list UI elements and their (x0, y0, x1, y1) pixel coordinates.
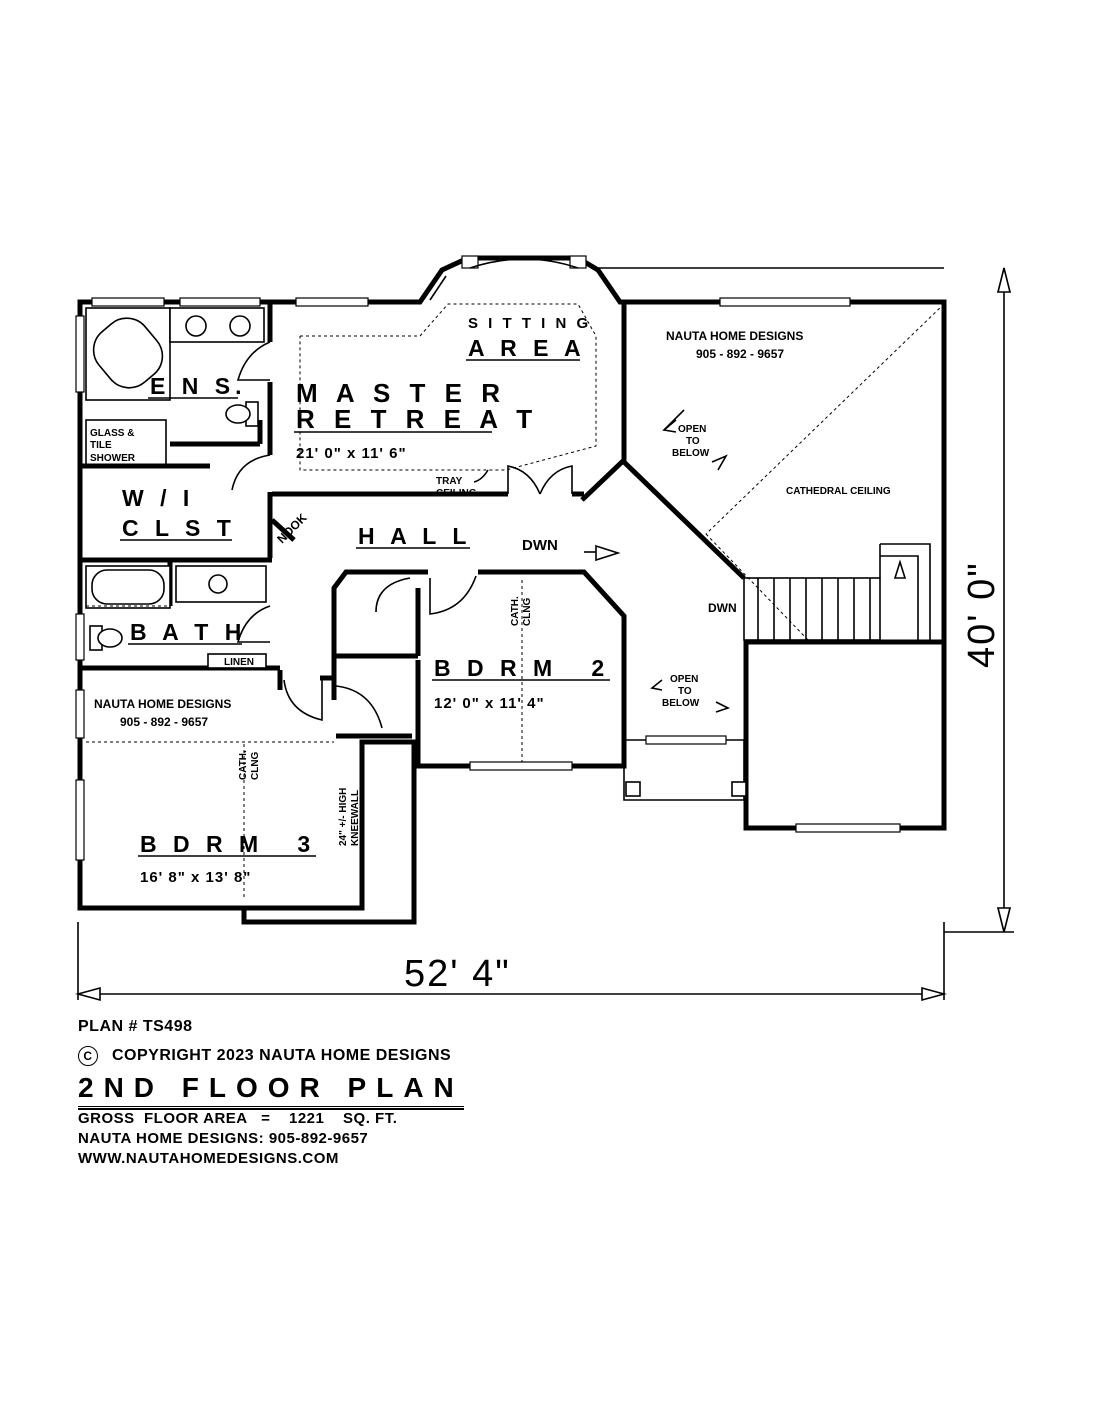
cathedral-ceiling-label: CATHEDRAL CEILING (786, 486, 891, 497)
glass-shower-label-1: GLASS & (90, 428, 134, 439)
sitting-area-label-1: S I T T I N G (468, 315, 591, 332)
bdrm3-cath-clng-2: CLNG (250, 751, 261, 780)
master-label-1: M A S T E R (296, 378, 506, 408)
open-below-2-b: TO (678, 686, 692, 697)
ensuite-label: E N S. (150, 373, 246, 399)
tray-ceiling-label-1: TRAY (436, 476, 463, 487)
copyright-line: C COPYRIGHT 2023 NAUTA HOME DESIGNS (78, 1046, 451, 1066)
walk-in-closet-label-1: W / I (122, 485, 194, 511)
ceiling-lines (86, 303, 945, 900)
company-name-top-right: NAUTA HOME DESIGNS (666, 329, 803, 343)
kneewall-label-2: KNEEWALL (350, 790, 361, 846)
walk-in-closet-label-2: C L S T (122, 515, 236, 541)
glass-shower-label-3: SHOWER (90, 453, 136, 464)
open-below-2-c: BELOW (662, 698, 700, 709)
bdrm2-cath-clng-1: CATH. (510, 596, 521, 626)
dwn-hall-label: DWN (522, 537, 558, 554)
dwn-stair-label: DWN (708, 601, 737, 615)
hall-label: H A L L (358, 523, 471, 549)
depth-dimension: 40' 0" (961, 561, 1003, 668)
open-below-1-c: BELOW (672, 448, 710, 459)
company-phone-bdrm3: 905 - 892 - 9657 (120, 715, 208, 729)
open-below-2-a: OPEN (670, 674, 698, 685)
gross-floor-area: GROSS FLOOR AREA = 1221 SQ. FT. (78, 1110, 398, 1127)
arrows (473, 409, 907, 713)
drawing-title: 2ND FLOOR PLAN (78, 1072, 464, 1110)
company-name-bdrm3: NAUTA HOME DESIGNS (94, 697, 231, 711)
glass-shower-label-2: TILE (90, 440, 112, 451)
windows (75, 255, 901, 861)
open-below-1-b: TO (686, 436, 700, 447)
bdrm3-size: 16' 8" x 13' 8" (140, 869, 251, 886)
kneewall-label-1: 24" +/- HIGH (338, 788, 349, 846)
master-label-2: R E T R E A T (296, 404, 538, 434)
website: WWW.NAUTAHOMEDESIGNS.COM (78, 1150, 339, 1167)
bdrm2-size: 12' 0" x 11' 4" (434, 695, 545, 712)
width-dimension: 52' 4" (404, 953, 511, 995)
copyright-icon: C (78, 1046, 98, 1066)
bdrm3-label: B D R M 3 (140, 831, 315, 857)
dimension-lines (74, 267, 1014, 1002)
bdrm3-cath-clng-1: CATH. (238, 750, 249, 780)
copyright-text: COPYRIGHT 2023 NAUTA HOME DESIGNS (112, 1047, 452, 1064)
bdrm2-cath-clng-2: CLNG (522, 597, 533, 626)
bdrm2-label: B D R M 2 (434, 655, 609, 681)
master-size: 21' 0" x 11' 6" (296, 445, 407, 462)
sitting-area-label-2: A R E A (468, 335, 586, 361)
stair-treads (743, 543, 931, 641)
bath-label: B A T H (130, 619, 246, 645)
company-phone-top-right: 905 - 892 - 9657 (696, 347, 784, 361)
tray-ceiling-label-2: CEILING (436, 488, 477, 499)
open-below-1-a: OPEN (678, 424, 706, 435)
fixtures (85, 307, 931, 797)
room-labels: NAUTA HOME DESIGNS 905 - 892 - 9657 S I … (90, 315, 1003, 995)
contact-line: NAUTA HOME DESIGNS: 905-892-9657 (78, 1130, 369, 1147)
plan-number: PLAN # TS498 (78, 1018, 193, 1035)
doors (231, 341, 573, 729)
linen-label: LINEN (224, 657, 254, 668)
